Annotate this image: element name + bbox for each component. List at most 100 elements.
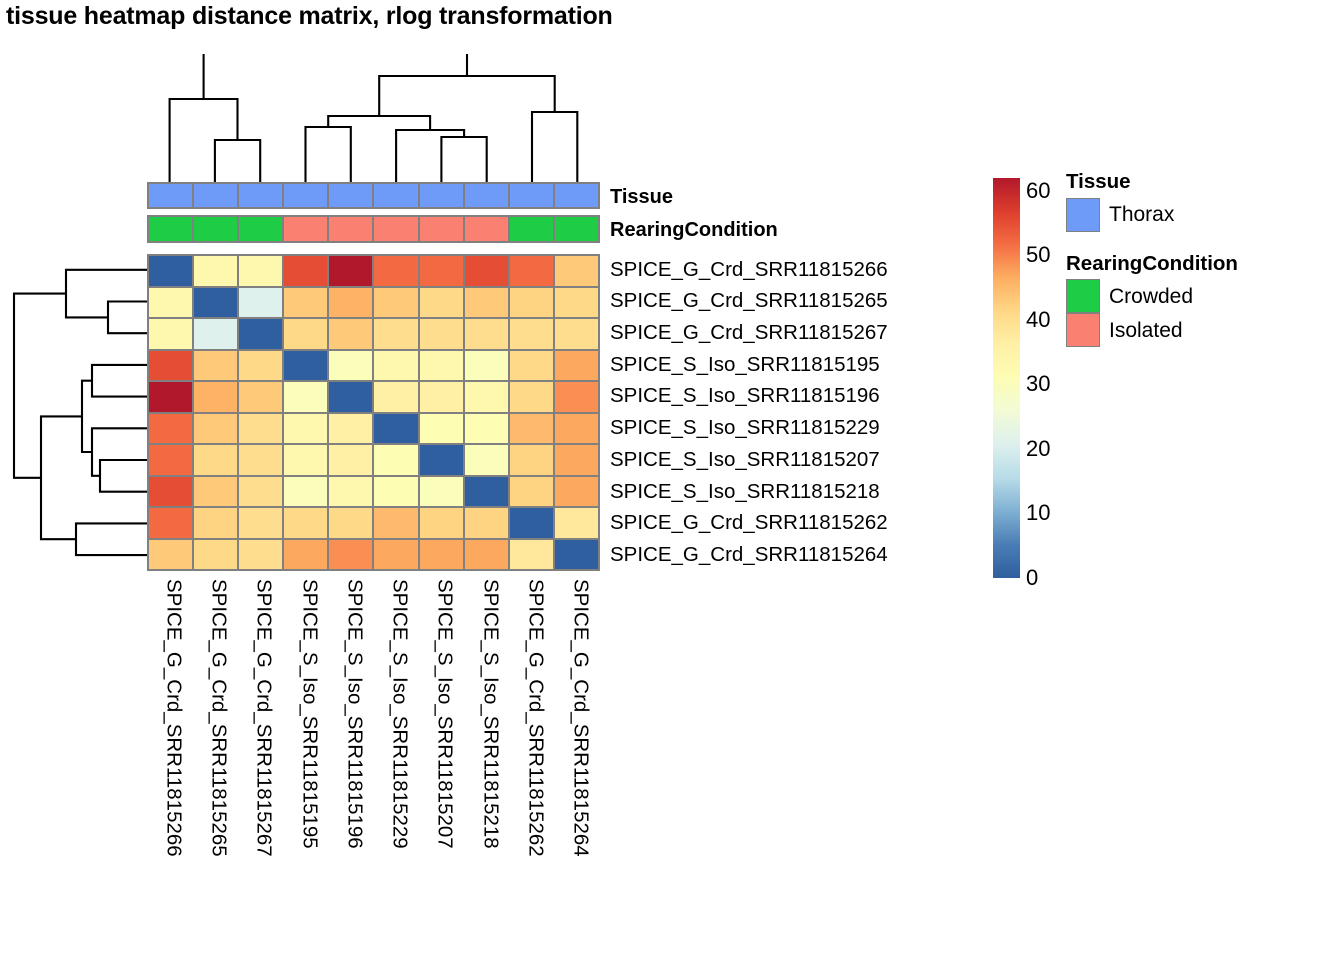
heatmap-matrix	[147, 254, 600, 571]
column-label-slot: SPICE_S_Iso_SRR11815196	[328, 575, 373, 955]
rearing-condition-annotation-label: RearingCondition	[610, 219, 778, 241]
column-label-slot: SPICE_G_Crd_SRR11815266	[147, 575, 192, 955]
heatmap-cell	[328, 412, 374, 444]
heatmap-cell	[283, 507, 329, 539]
heatmap-cell	[373, 412, 419, 444]
heatmap-cell	[373, 318, 419, 350]
rearing-condition-cell-1	[193, 216, 239, 242]
column-label: SPICE_S_Iso_SRR11815196	[343, 579, 367, 849]
heatmap-cell	[508, 507, 554, 539]
heatmap-cell	[283, 444, 329, 476]
heatmap-cell	[418, 475, 464, 507]
heatmap-cell	[193, 538, 239, 570]
legend-title-tissue: Tissue	[1066, 170, 1131, 193]
column-label: SPICE_S_Iso_SRR11815229	[388, 579, 412, 849]
heatmap-cell	[553, 381, 599, 413]
heatmap-cell	[283, 255, 329, 287]
legend-label: Crowded	[1109, 284, 1194, 308]
column-label: SPICE_G_Crd_SRR11815266	[161, 579, 185, 857]
colorbar-gradient	[993, 178, 1020, 578]
heatmap-cell	[553, 475, 599, 507]
page-title: tissue heatmap distance matrix, rlog tra…	[6, 2, 613, 30]
heatmap-cell	[418, 349, 464, 381]
heatmap-cell	[238, 507, 284, 539]
row-label: SPICE_G_Crd_SRR11815265	[610, 289, 888, 313]
heatmap-cell	[238, 349, 284, 381]
heatmap-cell	[148, 507, 194, 539]
column-label-slot: SPICE_S_Iso_SRR11815195	[283, 575, 328, 955]
heatmap-cell	[283, 381, 329, 413]
legend-label: Thorax	[1109, 203, 1175, 226]
heatmap-cell	[283, 286, 329, 318]
heatmap-cell	[148, 255, 194, 287]
tissue-cell-9	[553, 183, 599, 208]
heatmap-cell	[463, 444, 509, 476]
heatmap-cell	[463, 507, 509, 539]
heatmap-cell	[418, 412, 464, 444]
heatmap-cell	[193, 475, 239, 507]
heatmap-cell	[508, 412, 554, 444]
heatmap-cell	[463, 381, 509, 413]
heatmap-cell	[553, 412, 599, 444]
heatmap-cell	[463, 286, 509, 318]
heatmap-cell	[553, 255, 599, 287]
tissue-cell-4	[328, 183, 374, 208]
heatmap-cell	[148, 381, 194, 413]
tissue-annotation-bar	[147, 182, 600, 209]
column-label: SPICE_G_Crd_SRR11815267	[252, 579, 276, 857]
heatmap-cell	[508, 444, 554, 476]
heatmap-cell	[508, 381, 554, 413]
legend-items-tissue: Thorax	[1066, 197, 1336, 232]
heatmap-cell	[373, 507, 419, 539]
heatmap-cell	[193, 444, 239, 476]
rearing-condition-cell-9	[553, 216, 599, 242]
column-dendrogram-links	[168, 54, 579, 182]
column-label-slot: SPICE_S_Iso_SRR11815207	[419, 575, 464, 955]
tissue-cell-8	[508, 183, 554, 208]
column-label-slot: SPICE_G_Crd_SRR11815265	[192, 575, 237, 955]
rearing-condition-cell-4	[328, 216, 374, 242]
colorbar-tick-60: 60	[1026, 177, 1051, 203]
heatmap-cell	[553, 318, 599, 350]
heatmap-cell	[238, 412, 284, 444]
legend-swatch	[1066, 313, 1100, 347]
colorbar-tick-50: 50	[1026, 242, 1051, 268]
heatmap-cell	[193, 507, 239, 539]
heatmap-cell	[238, 318, 284, 350]
heatmap-cell	[418, 318, 464, 350]
row-label: SPICE_S_Iso_SRR11815207	[610, 447, 880, 471]
colorbar-tick-0: 0	[1026, 565, 1039, 590]
heatmap-cell	[373, 286, 419, 318]
heatmap-cell	[373, 538, 419, 570]
legend-title-rearing-condition: RearingCondition	[1066, 251, 1238, 275]
column-label-slot: SPICE_S_Iso_SRR11815218	[464, 575, 509, 955]
row-label: SPICE_S_Iso_SRR11815196	[610, 384, 880, 408]
row-label: SPICE_G_Crd_SRR11815264	[610, 542, 888, 566]
heatmap-cell	[373, 444, 419, 476]
heatmap-cell	[508, 349, 554, 381]
heatmap-cell	[373, 381, 419, 413]
heatmap-cell	[553, 286, 599, 318]
heatmap-cell	[148, 412, 194, 444]
column-label-slot: SPICE_G_Crd_SRR11815267	[238, 575, 283, 955]
row-dendrogram-links	[12, 268, 147, 557]
heatmap-cell	[193, 318, 239, 350]
rearing-condition-annotation-bar	[147, 215, 600, 243]
heatmap-cell	[373, 475, 419, 507]
heatmap-cell	[193, 412, 239, 444]
heatmap-cell	[328, 349, 374, 381]
heatmap-cell	[238, 444, 284, 476]
heatmap-cell	[553, 349, 599, 381]
column-labels: SPICE_G_Crd_SRR11815266 SPICE_G_Crd_SRR11…	[147, 575, 600, 955]
legend-item: Isolated	[1066, 313, 1336, 347]
heatmap-cell	[238, 475, 284, 507]
heatmap-cell	[463, 538, 509, 570]
heatmap-cell	[193, 349, 239, 381]
rearing-condition-cell-0	[148, 216, 194, 242]
heatmap-cell	[193, 255, 239, 287]
tissue-cell-1	[193, 183, 239, 208]
